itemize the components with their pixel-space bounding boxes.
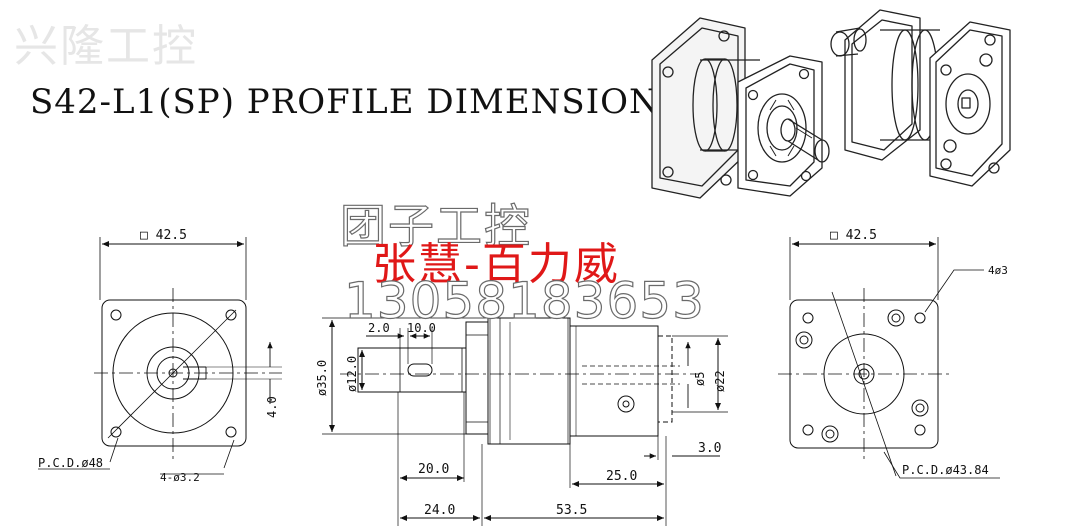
side-recess-label: 3.0 [698, 441, 721, 456]
left-front-view [38, 237, 282, 475]
side-flange-dia-label: ø35.0 [315, 360, 329, 396]
right-holes-label: 4ø3 [988, 264, 1008, 277]
side-total-right-label: 53.5 [556, 503, 587, 518]
shop-watermark: 团子工控 [339, 198, 532, 253]
right-width-label: □ 42.5 [830, 228, 877, 243]
name-watermark: 张慧-百力威 [372, 239, 620, 290]
side-total-left-label: 24.0 [424, 503, 455, 518]
side-shaft-len-label: 20.0 [418, 462, 449, 477]
side-bore-small-label: ø5 [693, 372, 707, 386]
right-rear-view [778, 237, 1000, 479]
left-pcd-label: P.C.D.ø48 [38, 456, 103, 470]
right-pcd-label: P.C.D.ø43.84 [902, 463, 989, 477]
side-key-len-label: 10.0 [407, 321, 436, 335]
left-width-label: □ 42.5 [140, 228, 187, 243]
side-depth-label: 25.0 [606, 469, 637, 484]
side-key-offset-label: 2.0 [368, 321, 390, 335]
side-view [322, 317, 728, 526]
phone-watermark: 13058183653 [343, 271, 705, 330]
left-key-label: 4.0 [265, 396, 279, 418]
left-holes-label: 4-ø3.2 [160, 471, 200, 484]
side-shaft-dia-label: ø12.0 [345, 356, 359, 392]
brand-watermark: 兴隆工控 [14, 21, 198, 72]
drawing-title: S42-L1(SP) PROFILE DIMENSION [30, 82, 660, 122]
side-bore-large-label: ø22 [713, 370, 727, 392]
